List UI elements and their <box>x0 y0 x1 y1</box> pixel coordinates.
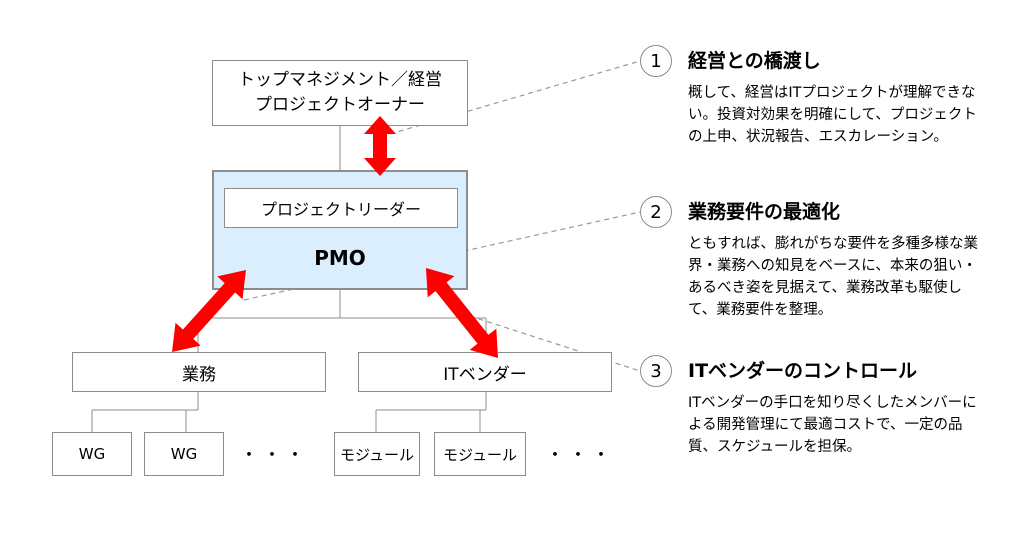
owner-pmo-arrow <box>364 116 396 176</box>
pmo-business-arrow <box>172 270 246 352</box>
owner-box: トップマネジメント／経営 プロジェクトオーナー <box>212 60 468 126</box>
role-number-3: 3 <box>640 355 672 387</box>
role-title-1: 経営との橋渡し <box>688 50 821 72</box>
wg-ellipsis: ・・・ <box>240 445 309 466</box>
callout-line-1 <box>389 60 641 135</box>
wg-box-1: WG <box>52 432 132 476</box>
pmo-label: PMO <box>314 246 366 270</box>
owner-line-2: プロジェクトオーナー <box>255 95 425 115</box>
it-vendor-box: ITベンダー <box>358 352 612 392</box>
role-body-1: 概して、経営はITプロジェクトが理解できない。投資対効果を明確にして、プロジェク… <box>688 85 977 145</box>
module-box-1: モジュール <box>334 432 420 476</box>
owner-line-1: トップマネジメント／経営 <box>238 70 442 90</box>
role-number-2: 2 <box>640 196 672 228</box>
role-body-2: ともすれば、膨れがちな要件を多種多様な業界・業務への知見をベースに、本来の狙い・… <box>688 236 978 318</box>
project-leader-box: プロジェクトリーダー <box>224 188 458 228</box>
role-body-3: ITベンダーの手口を知り尽くしたメンバーによる開発管理にて最適コストで、一定の品… <box>688 395 977 455</box>
pmo-box: プロジェクトリーダー PMO <box>212 170 468 290</box>
role-number-1: 1 <box>640 45 672 77</box>
module-ellipsis: ・・・ <box>546 445 615 466</box>
module-box-2: モジュール <box>434 432 526 476</box>
pmo-vendor-arrow <box>426 268 498 358</box>
wg-box-2: WG <box>144 432 224 476</box>
business-box: 業務 <box>72 352 326 392</box>
role-title-2: 業務要件の最適化 <box>688 201 841 223</box>
role-title-3: ITベンダーのコントロール <box>688 360 918 382</box>
